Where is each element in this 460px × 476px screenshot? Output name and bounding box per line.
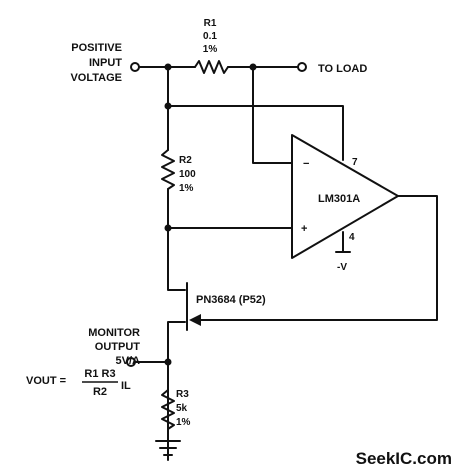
monitor-label-line2: OUTPUT [95,341,141,353]
input-terminal [130,62,140,72]
watermark: SeekIC.com [356,449,452,468]
r2-tolerance: 1% [179,183,194,194]
gate-arrow [189,314,201,326]
fet-drain-lead [167,279,186,291]
r2-value: 100 [179,169,196,180]
opamp-pin4: 4 [349,232,355,243]
input-label-line1: POSITIVE [71,42,122,54]
opamp-part-label: LM301A [318,193,360,205]
output-feedback-wire [199,195,438,321]
input-label-line2: INPUT [89,57,122,69]
to-load-label: TO LOAD [318,63,367,75]
minus-wire [252,66,293,164]
r1-name: R1 [204,18,217,29]
r2-resistor [161,149,175,190]
r1-tolerance: 1% [203,44,218,55]
r1-resistor [194,60,229,74]
r3-tolerance: 1% [176,417,191,428]
monitor-label-line1: MONITOR [88,327,140,339]
opamp-plus-sign: + [301,223,307,235]
r3-resistor [161,389,175,430]
r1-value: 0.1 [203,31,217,42]
formula-denominator: R2 [93,386,107,398]
input-label-line3: VOLTAGE [70,72,122,84]
fet-source-lead [167,321,186,461]
opamp-pin7: 7 [352,157,358,168]
spacer [140,360,141,361]
r3-value: 5k [176,403,188,414]
opamp-triangle [291,134,399,259]
fet-label: PN3684 (P52) [196,294,266,306]
neg-supply-label: -V [337,262,347,273]
formula-lhs: VOUT = [26,375,66,387]
monitor-label-line3: 5V/A [116,355,141,367]
r3-name: R3 [176,389,189,400]
opamp-minus-sign: − [303,158,309,170]
monitor-terminal [126,357,136,367]
pin7-wire [167,105,344,161]
load-terminal [297,62,307,72]
formula-tail: IL [121,380,131,392]
formula-numerator: R1 R3 [84,368,115,380]
r2-name: R2 [179,155,192,166]
